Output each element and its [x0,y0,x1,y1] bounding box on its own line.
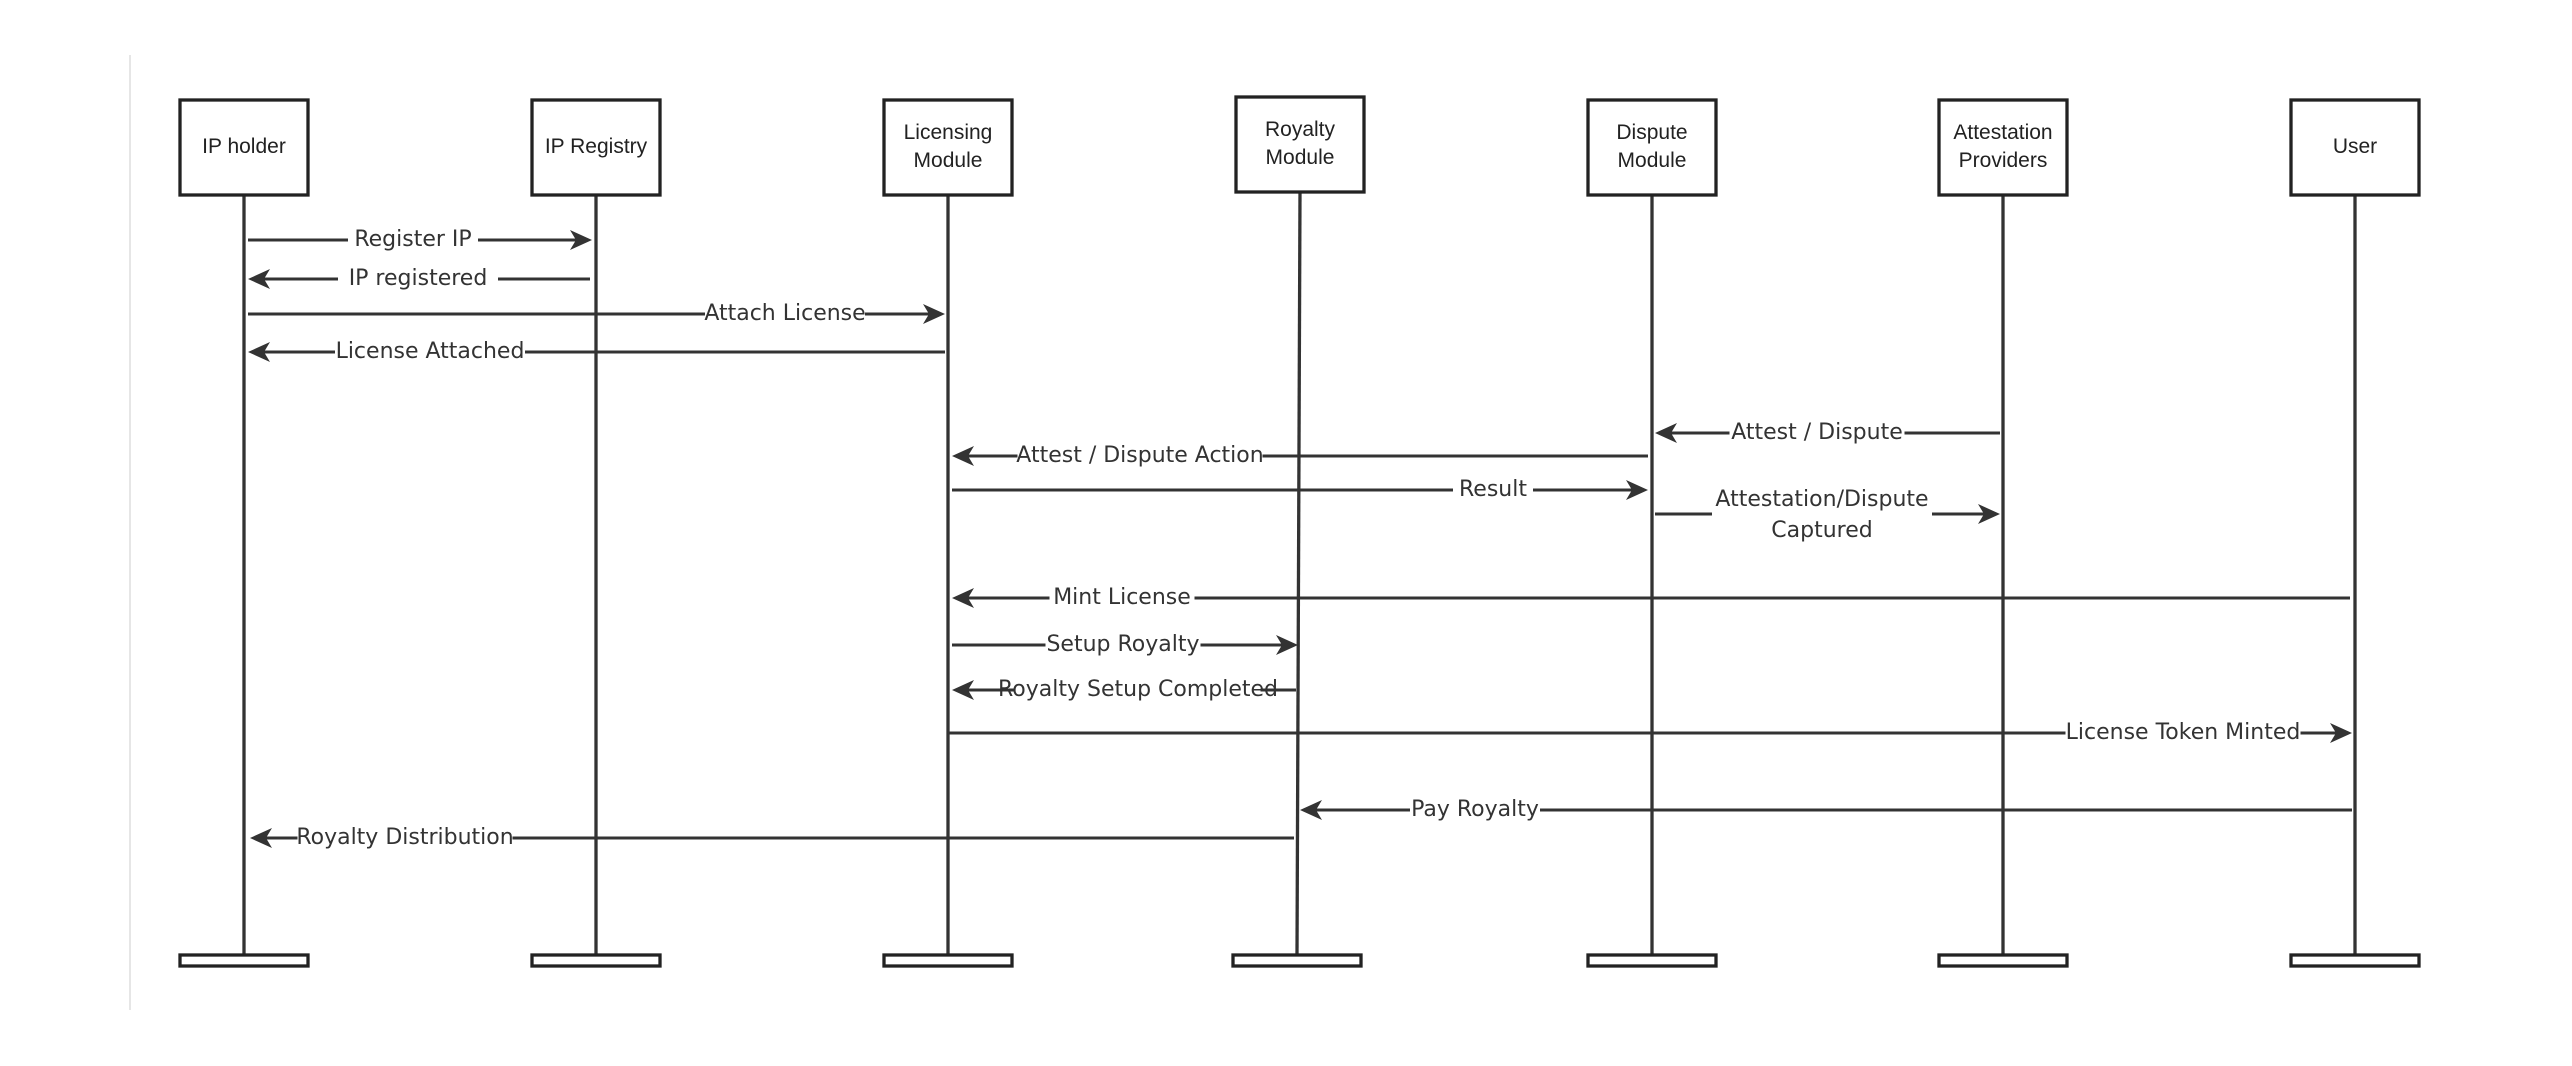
participant-ip-registry: IP Registry [530,98,662,197]
participant-footer-royalty-module [1231,953,1363,968]
message-label-bg [1729,418,1905,448]
participant-footer-dispute-module [1586,953,1718,968]
participant-label-user: User [2333,135,2377,158]
participant-footer-user [2289,953,2421,968]
arrow-head-icon [250,828,272,848]
participant-box-attestation-providers [1937,98,2069,197]
message-label: Royalty Distribution [296,825,513,850]
message-13: Royalty Distribution [250,823,1294,853]
message-12: Pay Royalty [1300,795,2352,825]
participant-box-royalty-module [1234,95,1366,194]
participant-label-royalty-module: Royalty [1265,118,1336,141]
arrow-head-icon [1276,635,1298,655]
message-label: Attestation/Dispute [1715,487,1928,512]
message-label: Attest / Dispute Action [1016,443,1263,468]
message-label-bg [1453,475,1533,505]
message-label: Attach License [704,301,865,326]
participant-label-dispute-module: Module [1618,149,1687,172]
message-label-bg [338,264,498,294]
participant-footer-licensing-module [882,953,1014,968]
participant-footer-ip-holder [178,953,310,968]
arrow-head-icon [248,342,270,362]
message-label-bg [1712,481,1932,547]
message-label-bg [348,225,478,255]
message-label-bg [1017,441,1263,471]
message-label: Register IP [354,227,471,252]
participant-box-licensing-module [882,98,1014,197]
arrow-head-icon [1978,504,2000,524]
message-label-bg [297,823,513,853]
message-label: Mint License [1053,585,1191,610]
arrow-head-icon [923,304,945,324]
message-label: IP registered [349,266,488,291]
message-label: Setup Royalty [1046,632,1199,657]
message-label: Pay Royalty [1411,797,1539,822]
message-label: Result [1459,477,1527,502]
participant-label-dispute-module: Dispute [1616,121,1687,144]
participant-label-licensing-module: Module [914,149,983,172]
participant-label-attestation-providers: Attestation [1953,121,2052,144]
arrow-head-icon [1626,480,1648,500]
lifelines [242,191,2357,956]
message-1: IP registered [248,264,590,294]
participant-box-dispute-module [1586,98,1718,197]
participant-label-ip-holder: IP holder [202,135,286,158]
participant-label-ip-registry: IP Registry [545,135,648,158]
participant-user: User [2289,98,2421,197]
participant-box-ip-holder [178,98,310,197]
arrow-head-icon [952,588,974,608]
message-9: Setup Royalty [952,630,1298,660]
message-label-bg [1015,675,1261,705]
message-label-bg [1045,630,1201,660]
message-label-bg [1049,583,1195,613]
participant-label-licensing-module: Licensing [904,121,993,144]
message-label-bg [335,337,525,367]
arrow-head-icon [248,269,270,289]
participant-box-ip-registry [530,98,662,197]
message-8: Mint License [952,583,2350,613]
message-label: License Attached [336,339,525,364]
message-label: Royalty Setup Completed [998,677,1278,702]
arrow-head-icon [1300,800,1322,820]
arrow-head-icon [2330,723,2352,743]
participant-ip-holder: IP holder [178,98,310,197]
message-3: License Attached [248,337,945,367]
message-10: Royalty Setup Completed [952,675,1296,705]
message-11: License Token Minted [948,718,2352,748]
arrow-head-icon [1655,423,1677,443]
message-label: License Token Minted [2066,720,2301,745]
participant-box-user [2289,98,2421,197]
message-label: Attest / Dispute [1731,420,1903,445]
participant-footer-attestation-providers [1937,953,2069,968]
arrow-head-icon [952,446,974,466]
message-label-bg [2065,718,2301,748]
arrow-head-icon [570,230,592,250]
participant-label-attestation-providers: Providers [1959,149,2048,172]
lifeline-royalty-module [1295,191,1302,956]
message-label: Captured [1771,518,1872,543]
message-6: Result [952,475,1648,505]
arrow-head-icon [952,680,974,700]
participant-label-royalty-module: Module [1266,146,1335,169]
message-0: Register IP [248,225,592,255]
message-4: Attest / Dispute [1655,418,2000,448]
participant-footer-ip-registry [530,953,662,968]
message-label-bg [705,299,865,329]
message-label-bg [1410,795,1540,825]
message-5: Attest / Dispute Action [952,441,1648,471]
message-2: Attach License [248,299,945,329]
